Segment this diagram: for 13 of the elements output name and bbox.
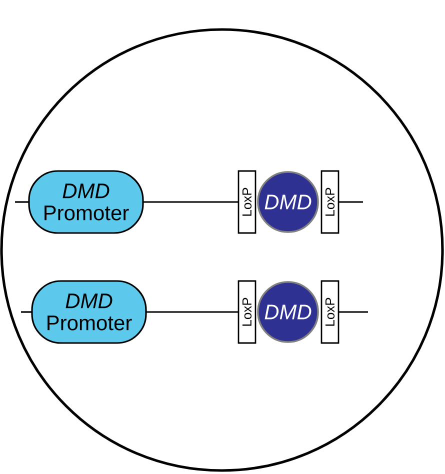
loxp-box: LoxP [320, 170, 340, 234]
loxp-box: LoxP [238, 170, 256, 234]
loxp-box: LoxP [238, 280, 256, 344]
promoter-box: DMD Promoter [28, 170, 144, 234]
connector-line [338, 201, 363, 203]
connector-line [15, 201, 29, 203]
promoter-box: DMD Promoter [31, 280, 147, 344]
connector-line [146, 311, 238, 313]
connector-line [338, 311, 368, 313]
cell-circle [0, 28, 444, 472]
loxp-box: LoxP [320, 280, 340, 344]
connector-line [21, 311, 32, 313]
connector-line [143, 201, 238, 203]
